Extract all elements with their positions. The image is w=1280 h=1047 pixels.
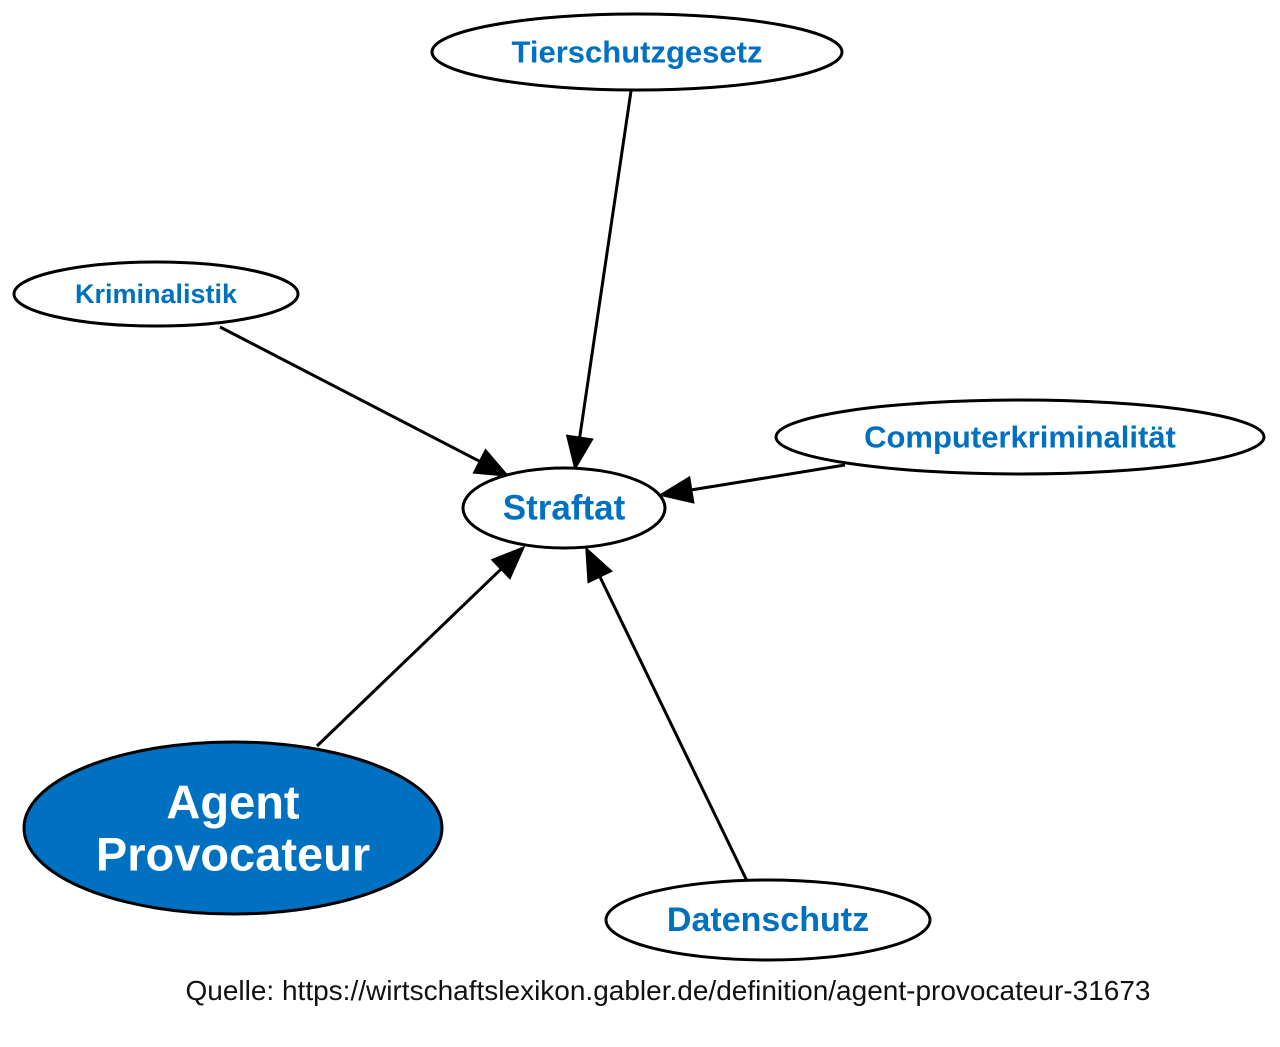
node-label: Tierschutzgesetz (512, 35, 763, 70)
source-citation: Quelle: https://wirtschaftslexikon.gable… (185, 975, 1151, 1006)
node-label: Provocateur (96, 828, 370, 881)
arrowhead-icon (658, 475, 695, 504)
edge-agent-provocateur-to-straftat (315, 545, 526, 748)
edge-datenschutz-to-straftat (585, 546, 749, 882)
edge-tierschutzgesetz-to-straftat (565, 90, 633, 471)
node-computerkriminalitaet[interactable]: Computerkriminalität (774, 398, 1266, 476)
edges-layer (219, 90, 846, 882)
edge-line (219, 325, 481, 463)
node-label: Datenschutz (667, 901, 869, 939)
arrowhead-icon (585, 546, 613, 584)
edge-line (691, 463, 846, 492)
node-ellipse (22, 740, 444, 916)
arrowhead-icon (472, 448, 510, 477)
node-ellipse (12, 260, 300, 328)
edge-line (315, 568, 502, 748)
edge-kriminalistik-to-straftat (219, 325, 510, 477)
node-ellipse (604, 878, 932, 962)
node-datenschutz[interactable]: Datenschutz (604, 878, 932, 962)
nodes-layer: TierschutzgesetzKriminalistikComputerkri… (12, 12, 1266, 962)
arrowhead-icon (565, 434, 594, 471)
edge-line (598, 576, 749, 882)
arrowhead-icon (490, 545, 526, 580)
node-tierschutzgesetz[interactable]: Tierschutzgesetz (430, 12, 844, 92)
edge-computerkriminalitaet-to-straftat (658, 463, 846, 504)
node-label: Agent (166, 776, 300, 829)
edge-line (578, 90, 633, 438)
node-label: Kriminalistik (75, 279, 238, 309)
node-kriminalistik[interactable]: Kriminalistik (12, 260, 300, 328)
node-ellipse (461, 466, 667, 550)
node-ellipse (774, 398, 1266, 476)
node-label: Straftat (503, 489, 626, 528)
node-ellipse (430, 12, 844, 92)
node-straftat[interactable]: Straftat (461, 466, 667, 550)
node-label: Computerkriminalität (864, 420, 1176, 455)
